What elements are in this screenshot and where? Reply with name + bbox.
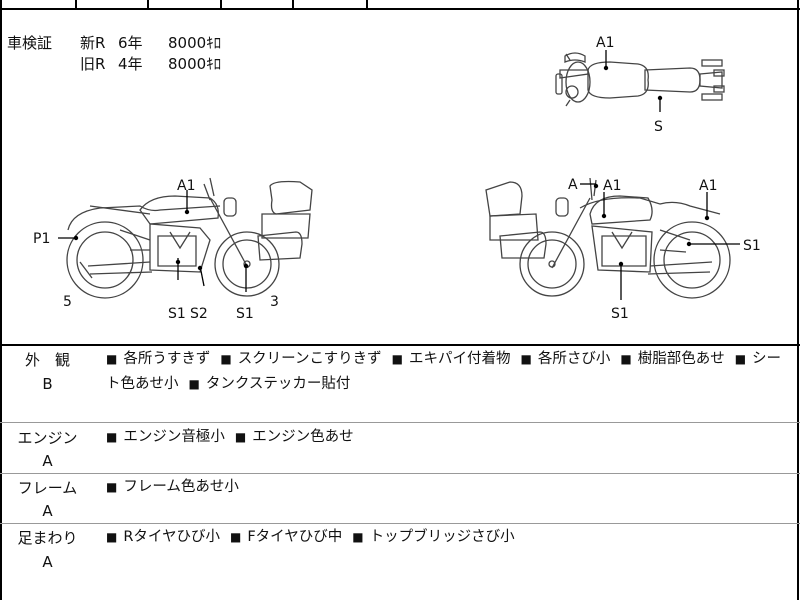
left-view-label-s1-front: S1	[236, 306, 254, 322]
top-strip-divider	[75, 0, 77, 9]
condition-item: 各所さび小	[537, 351, 611, 367]
condition-item: シート色あせ小	[106, 351, 782, 392]
section-title-frame: フレーム	[17, 479, 78, 497]
condition-item: 樹脂部色あせ	[637, 351, 725, 367]
left-view-label-5: 5	[63, 294, 72, 310]
inspection-row-old-years: 4年	[118, 55, 143, 73]
bullet-icon: ■	[229, 530, 242, 544]
inspection-row-new-type: 新R	[80, 34, 106, 52]
inspection-row-old-distance: 8000ｷﾛ	[168, 55, 222, 73]
left-view-label-3: 3	[270, 294, 279, 310]
bullet-icon: ■	[352, 530, 364, 544]
section-divider	[0, 422, 800, 423]
right-view-label-a: A	[568, 177, 578, 193]
bullet-icon: ■	[620, 352, 632, 366]
inspection-row-new-years: 6年	[118, 34, 143, 52]
section-items-engine: ■ エンジン音極小 ■ エンジン色あせ	[106, 425, 786, 450]
frame-right	[797, 0, 799, 600]
condition-item: Rタイヤひび小	[123, 529, 220, 545]
motorcycle-left-view	[58, 177, 313, 299]
motorcycle-top-view	[555, 50, 725, 112]
inspection-label: 車検証	[7, 34, 53, 52]
condition-item: エンジン色あせ	[252, 429, 354, 445]
section-items-exterior: ■ 各所うすきず ■ スクリーンこすりきず ■ エキパイ付着物 ■ 各所さび小 ■ 樹脂部色あせ ■…	[106, 347, 786, 397]
bullet-icon: ■	[734, 352, 747, 366]
section-grade-exterior: B	[42, 375, 53, 393]
condition-item: フレーム色あせ小	[123, 479, 239, 495]
top-strip-divider	[366, 0, 368, 9]
bullet-icon: ■	[391, 352, 404, 366]
condition-item: タンクステッカー貼付	[205, 376, 351, 392]
section-divider	[0, 523, 800, 524]
condition-item: エンジン音極小	[123, 429, 225, 445]
inspection-row-new-distance: 8000ｷﾛ	[168, 34, 222, 52]
bullet-icon: ■	[106, 430, 118, 444]
frame-left	[0, 0, 2, 600]
bullet-icon: ■	[188, 377, 200, 391]
motorcycle-damage-diagram: A1 S A1 P1 5 S1 S2 S1 3 A A1 A1 S1 S1	[33, 35, 761, 322]
right-view-label-s1-engine: S1	[611, 306, 629, 322]
condition-item: スクリーンこすりきず	[237, 351, 382, 367]
section-title-engine: エンジン	[17, 429, 78, 447]
diagram-bottom-border	[0, 344, 800, 346]
condition-item: トップブリッジさび小	[369, 529, 515, 545]
top-strip-divider	[292, 0, 294, 9]
section-grade-engine: A	[42, 452, 53, 470]
condition-item: 各所うすきず	[123, 351, 211, 367]
right-view-label-a1-tank: A1	[603, 178, 621, 194]
bullet-icon: ■	[234, 430, 247, 444]
right-view-label-a1-seat: A1	[699, 178, 717, 194]
section-items-frame: ■ フレーム色あせ小	[106, 475, 786, 500]
section-grade-suspension: A	[42, 553, 53, 571]
section-items-suspension: ■ Rタイヤひび小 ■ Fタイヤひび中 ■ トップブリッジさび小	[106, 525, 786, 550]
right-view-label-s1-rear: S1	[743, 238, 761, 254]
left-view-label-s1: S1	[168, 306, 186, 322]
bullet-icon: ■	[106, 530, 118, 544]
left-view-label-p1: P1	[33, 231, 50, 247]
bullet-icon: ■	[106, 352, 118, 366]
left-view-label-a1: A1	[177, 178, 195, 194]
top-view-label-s: S	[654, 119, 663, 135]
damage-markers	[73, 65, 710, 271]
condition-item: Fタイヤひび中	[247, 529, 343, 545]
bullet-icon: ■	[106, 480, 118, 494]
bullet-icon: ■	[520, 352, 532, 366]
top-strip-divider	[147, 0, 149, 9]
section-divider	[0, 473, 800, 474]
top-strip-divider	[220, 0, 222, 9]
top-view-label-a1: A1	[596, 35, 614, 51]
top-strip-border	[0, 8, 800, 10]
section-title-suspension: 足まわり	[17, 529, 78, 547]
inspection-row-old-type: 旧R	[80, 55, 106, 73]
section-title-exterior: 外 観	[24, 351, 70, 369]
section-grade-frame: A	[42, 502, 53, 520]
condition-item: エキパイ付着物	[409, 351, 511, 367]
bullet-icon: ■	[220, 352, 232, 366]
motorcycle-right-view	[485, 177, 740, 300]
left-view-label-s2: S2	[190, 306, 208, 322]
